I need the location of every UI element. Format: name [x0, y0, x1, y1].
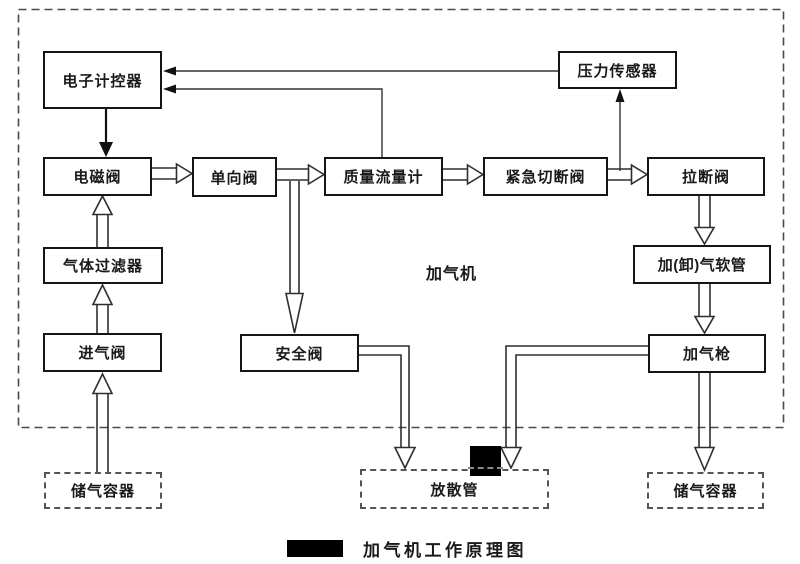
node-label: 紧急切断阀	[505, 169, 586, 186]
node-breakaway-valve: 拉断阀	[647, 157, 765, 196]
node-emergency-shutoff-valve: 紧急切断阀	[483, 157, 608, 196]
node-label: 储气容器	[673, 483, 738, 500]
arrowhead-left-icon	[163, 66, 176, 76]
node-label: 拉断阀	[681, 169, 730, 186]
node-hose: 加(卸)气软管	[633, 245, 771, 284]
pipe-gun-to-vent	[499, 345, 648, 470]
node-intake-valve: 进气阀	[43, 333, 162, 372]
node-label: 电子计控器	[62, 72, 143, 90]
node-label: 加(卸)气软管	[657, 257, 747, 274]
arrowhead-up-icon	[615, 89, 625, 102]
node-controller: 电子计控器	[43, 51, 162, 109]
node-storage-vessel-left: 储气容器	[44, 472, 162, 509]
signal-line-flowmeter-to-controller	[163, 84, 383, 157]
hollow-arrowhead-right-icon	[630, 163, 649, 186]
node-label: 单向阀	[210, 169, 259, 187]
node-solenoid-valve: 电磁阀	[43, 157, 152, 196]
pipe-flowmeter-to-emergency	[443, 163, 485, 186]
pipe-check-branch-to-safety	[285, 181, 304, 334]
node-check-valve: 单向阀	[192, 157, 277, 197]
diagram-caption: 加气机工作原理图	[363, 541, 527, 560]
caption-row: 加气机工作原理图	[0, 536, 800, 560]
node-label: 加气枪	[682, 346, 731, 363]
caption-swatch	[287, 540, 343, 557]
pipe-emergency-to-breakaway	[608, 163, 649, 186]
pipe-breakaway-to-hose	[693, 196, 716, 246]
hollow-arrowhead-down-icon	[285, 292, 304, 334]
node-label: 电磁阀	[73, 169, 122, 186]
node-label: 安全阀	[275, 345, 324, 363]
signal-line-controller-to-solenoid	[99, 109, 113, 157]
node-gas-filter: 气体过滤器	[43, 247, 163, 284]
pipe-solenoid-to-check	[152, 162, 194, 185]
node-safety-valve: 安全阀	[240, 334, 359, 372]
signal-line-pipeline-to-pressure-sensor	[615, 89, 625, 171]
hollow-arrowhead-down-icon	[393, 446, 417, 470]
node-gas-gun: 加气枪	[648, 334, 766, 373]
arrowhead-down-icon	[99, 142, 113, 157]
signal-line-pressure-to-controller	[163, 66, 558, 76]
pipe-intake-to-filter	[91, 283, 114, 333]
enclosure-label: 加气机	[426, 266, 478, 283]
redaction-block	[468, 446, 503, 476]
node-pressure-sensor: 压力传感器	[558, 51, 677, 89]
node-label: 压力传感器	[577, 62, 658, 80]
pipe-hose-to-gun	[693, 284, 716, 335]
node-label: 质量流量计	[343, 169, 424, 186]
node-vent-pipe: 放散管	[360, 469, 549, 509]
node-label: 进气阀	[78, 345, 127, 362]
pipe-safety-to-vent	[359, 345, 417, 470]
pipe-filter-to-solenoid	[91, 194, 114, 247]
hollow-arrowhead-up-icon	[91, 372, 114, 395]
hollow-arrowhead-down-icon	[693, 226, 716, 246]
hollow-arrowhead-down-icon	[499, 446, 523, 470]
hollow-arrowhead-down-icon	[693, 315, 716, 335]
hollow-arrowhead-up-icon	[91, 283, 114, 306]
node-mass-flow-meter: 质量流量计	[324, 157, 443, 196]
node-label: 放散管	[430, 481, 479, 499]
pipe-storageleft-to-intake	[91, 372, 114, 472]
hollow-arrowhead-right-icon	[466, 163, 485, 186]
node-label: 气体过滤器	[62, 258, 143, 275]
node-label: 储气容器	[70, 483, 135, 500]
hollow-arrowhead-up-icon	[91, 194, 114, 216]
hollow-arrowhead-right-icon	[175, 162, 194, 185]
dashed-line-through-redaction	[468, 467, 503, 469]
node-storage-vessel-right: 储气容器	[647, 472, 764, 509]
arrowhead-left-icon	[163, 84, 176, 94]
pipe-gun-to-storageright	[693, 373, 716, 473]
hollow-arrowhead-right-icon	[307, 163, 326, 186]
pipe-check-to-flowmeter	[277, 163, 326, 186]
hollow-arrowhead-down-icon	[693, 446, 716, 473]
